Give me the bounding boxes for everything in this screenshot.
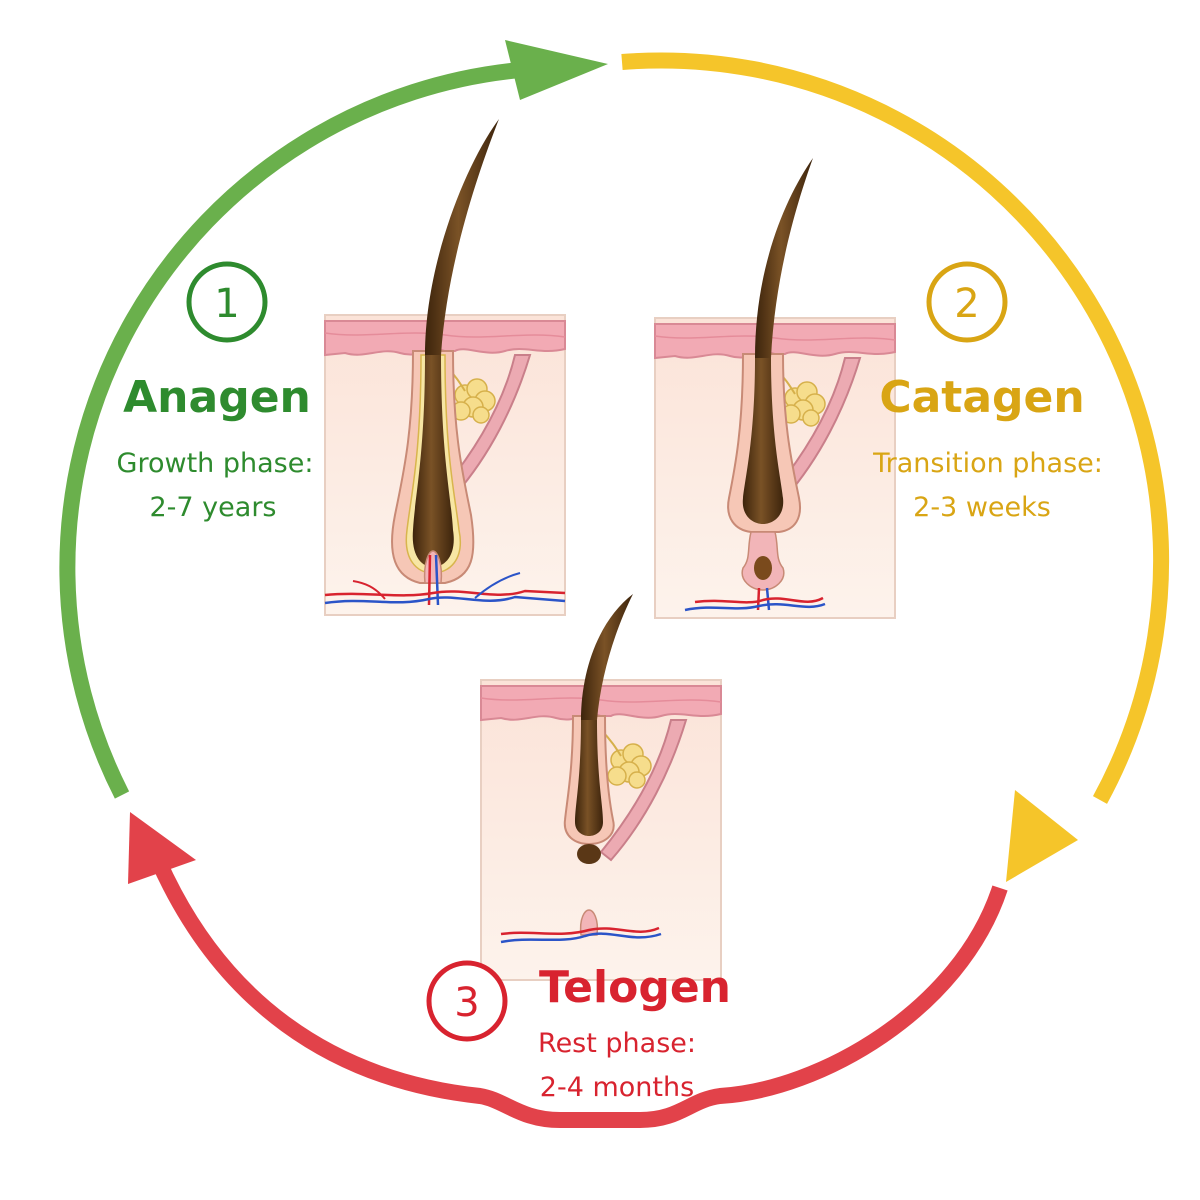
phase-2-badge [926, 261, 1008, 343]
phase-1-name: Anagen [123, 372, 311, 423]
catagen-arrowhead [1006, 790, 1078, 882]
phase-3-name: Telogen [539, 962, 731, 1013]
phase-3-number: 3 [454, 980, 479, 1026]
catagen-arc [621, 52, 1170, 882]
catagen-label-group: 2 Catagen Transition phase: 2-3 weeks [872, 261, 1103, 523]
anagen-follicle-illustration [325, 119, 565, 615]
telogen-label-group: 3 Telogen Rest phase: 2-4 months [426, 960, 731, 1103]
phase-1-desc-line2: 2-7 years [150, 492, 277, 523]
telogen-arrowhead [128, 812, 196, 884]
phase-1-number: 1 [214, 281, 239, 327]
phase-2-desc-line1: Transition phase: [872, 448, 1103, 479]
catagen-follicle-illustration [655, 158, 895, 618]
telogen-arc [128, 812, 1008, 1128]
anagen-arc [59, 40, 608, 799]
anagen-arrowhead [505, 40, 608, 100]
telogen-follicle-illustration [481, 594, 721, 980]
phase-2-number: 2 [954, 281, 979, 327]
phase-1-desc-line1: Growth phase: [117, 448, 314, 479]
anagen-label-group: 1 Anagen Growth phase: 2-7 years [117, 261, 314, 523]
phase-3-badge [426, 960, 508, 1042]
phase-2-desc-line2: 2-3 weeks [913, 492, 1051, 523]
phase-3-desc-line1: Rest phase: [538, 1028, 696, 1059]
phase-2-name: Catagen [879, 372, 1084, 423]
phase-1-badge [186, 261, 268, 343]
phase-3-desc-line2: 2-4 months [540, 1072, 694, 1103]
